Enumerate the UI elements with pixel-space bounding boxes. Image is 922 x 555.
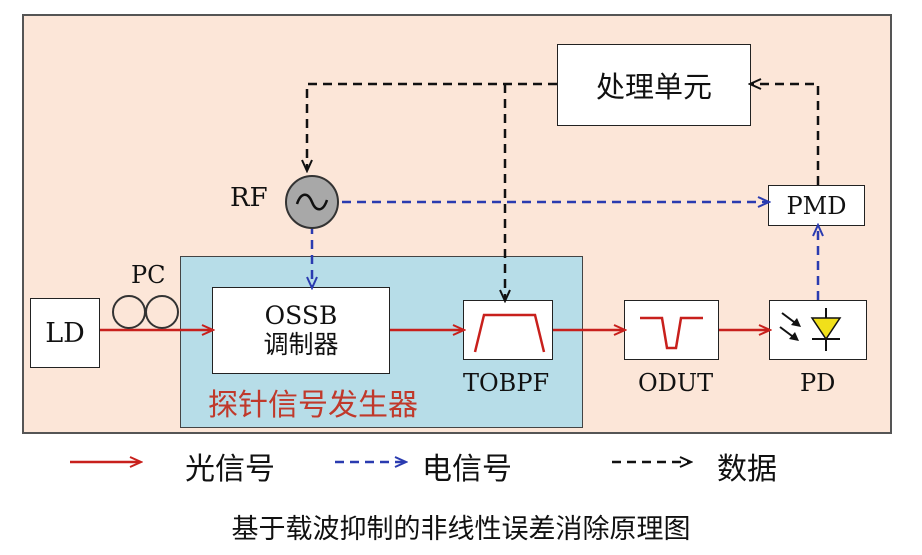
- notch-response-icon: [640, 316, 703, 350]
- bandpass-filter-icon: [473, 313, 546, 353]
- processing-unit-label: 处理单元: [595, 70, 712, 104]
- odut-box: [624, 300, 719, 360]
- modulator-label: 调制器: [263, 329, 339, 359]
- figure-caption: 基于载波抑制的非线性误差消除原理图: [231, 514, 691, 545]
- odut-label: ODUT: [638, 369, 714, 397]
- pmd-label: PMD: [786, 191, 847, 220]
- rf-label: RF: [230, 183, 268, 213]
- rf-source-icon: [285, 175, 339, 229]
- ossb-label: OSSB: [264, 300, 338, 330]
- pc-label: PC: [131, 261, 166, 289]
- ossb-modulator-box: OSSB 调制器: [212, 287, 390, 374]
- legend-electrical-label: 电信号: [422, 452, 512, 487]
- photodiode-icon: [779, 308, 842, 351]
- processing-unit-box: 处理单元: [557, 44, 751, 126]
- pd-label: PD: [800, 369, 836, 397]
- ld-label: LD: [45, 317, 85, 349]
- legend-optical-label: 光信号: [185, 452, 275, 487]
- tobpf-label: TOBPF: [463, 369, 550, 397]
- polarization-controller-icon: [112, 295, 179, 329]
- probe-generator-label: 探针信号发生器: [208, 388, 418, 423]
- ld-box: LD: [30, 298, 100, 368]
- data-pmd-to-processing: [751, 84, 820, 185]
- data-processing-to-rf: [307, 82, 557, 170]
- legend-data-label: 数据: [717, 452, 777, 487]
